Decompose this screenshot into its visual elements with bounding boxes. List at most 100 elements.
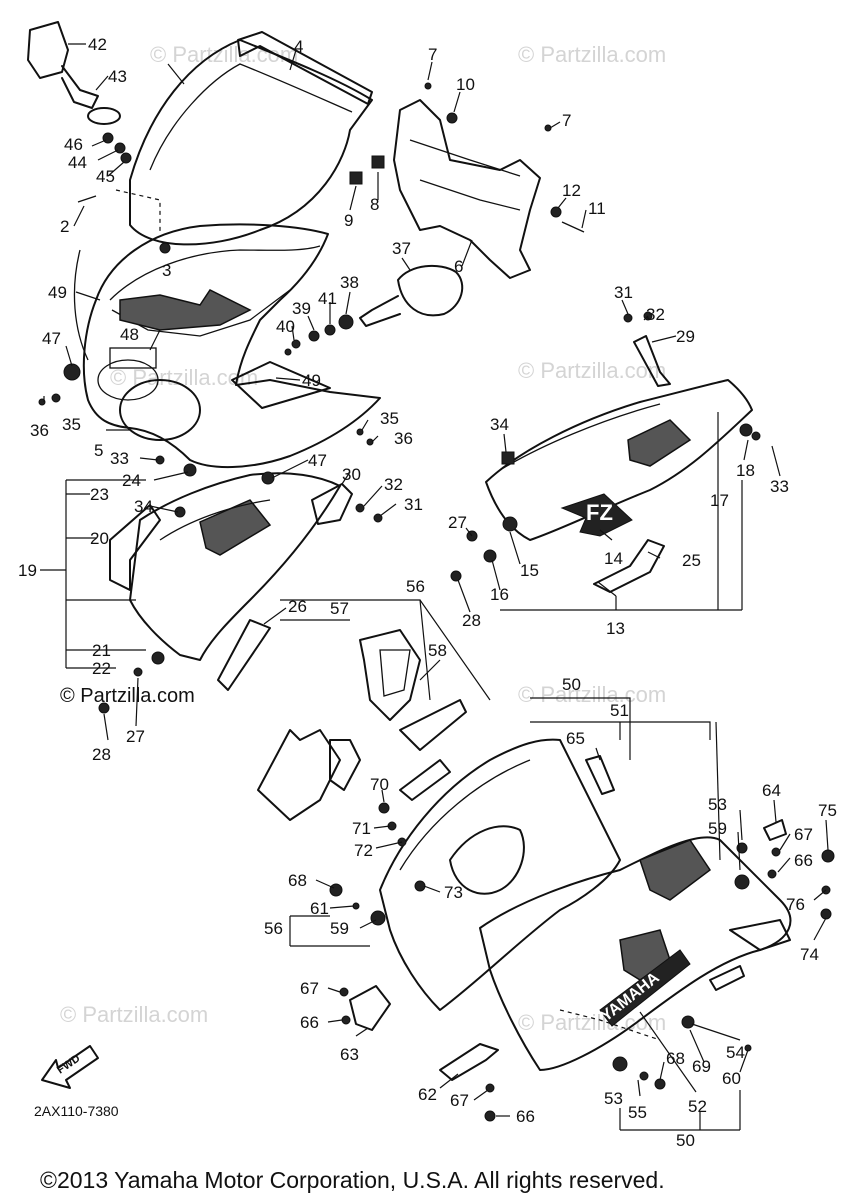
diagram-code: 2AX110-7380	[34, 1103, 119, 1119]
callout-label: 34	[490, 415, 509, 434]
callout-label: 28	[92, 745, 111, 764]
callout-label: 49	[48, 283, 67, 302]
callout-label: 61	[310, 899, 329, 918]
callout-label: 25	[682, 551, 701, 570]
callout-label: 67	[450, 1091, 469, 1110]
callout-label: 18	[736, 461, 755, 480]
watermark: © Partzilla.com	[518, 42, 666, 67]
callout-label: 17	[710, 491, 729, 510]
callout-label: 32	[646, 305, 665, 324]
callout-label: 67	[794, 825, 813, 844]
callout-label: 15	[520, 561, 539, 580]
fwd-label: FWD	[55, 1053, 83, 1077]
callout-label: 51	[610, 701, 629, 720]
callout-label: 24	[122, 471, 141, 490]
callout-label: 7	[428, 45, 437, 64]
copyright-text: ©2013 Yamaha Motor Corporation, U.S.A. A…	[40, 1167, 665, 1193]
callout-label: 74	[800, 945, 819, 964]
callout-label: 68	[288, 871, 307, 890]
fwd-arrow: FWD	[41, 1045, 99, 1089]
callout-label: 47	[308, 451, 327, 470]
callout-label: 45	[96, 167, 115, 186]
decal-fz: FZ	[586, 500, 613, 525]
callout-label: 46	[64, 135, 83, 154]
callout-label: 8	[370, 195, 379, 214]
mirror-37-group	[284, 264, 464, 356]
callout-label: 67	[300, 979, 319, 998]
callout-label: 10	[456, 75, 475, 94]
callout-label: 56	[264, 919, 283, 938]
callout-label: 57	[330, 599, 349, 618]
callout-label: 33	[770, 477, 789, 496]
callout-label: 27	[448, 513, 467, 532]
callout-label: 52	[688, 1097, 707, 1116]
callout-label: 31	[404, 495, 423, 514]
callout-label: 3	[162, 261, 171, 280]
callout-label: 35	[380, 409, 399, 428]
callout-label: 35	[62, 415, 81, 434]
decals-group	[257, 629, 467, 821]
callout-label: 50	[676, 1131, 695, 1150]
callout-label: 23	[90, 485, 109, 504]
cowling-stay-group	[349, 82, 585, 279]
callout-label: 5	[94, 441, 103, 460]
callout-label: 31	[614, 283, 633, 302]
callout-label: 37	[392, 239, 411, 258]
callout-label: 41	[318, 289, 337, 308]
callout-label: 73	[444, 883, 463, 902]
callout-label: 66	[794, 851, 813, 870]
callout-label: 43	[108, 67, 127, 86]
callout-label: 66	[516, 1107, 535, 1126]
callout-label: 58	[428, 641, 447, 660]
callout-label: 36	[30, 421, 49, 440]
callout-label: 47	[42, 329, 61, 348]
callout-label: 33	[110, 449, 129, 468]
callout-label: 2	[60, 217, 69, 236]
callout-label: 21	[92, 641, 111, 660]
callout-label: 66	[300, 1013, 319, 1032]
callout-label: 48	[120, 325, 139, 344]
callout-label: 4	[294, 37, 303, 56]
watermark: © Partzilla.com	[60, 1002, 208, 1027]
watermark: © Partzilla.com	[518, 1010, 666, 1035]
callout-label: 55	[628, 1103, 647, 1122]
callout-label: 54	[726, 1043, 745, 1062]
callout-label: 28	[462, 611, 481, 630]
callout-label: 65	[566, 729, 585, 748]
callout-label: 53	[604, 1089, 623, 1108]
callout-label: 29	[676, 327, 695, 346]
callout-label: 26	[288, 597, 307, 616]
callout-label: 13	[606, 619, 625, 638]
callout-label: 11	[588, 199, 606, 218]
leader-lines	[40, 43, 829, 1131]
watermark-layer: © Partzilla.com © Partzilla.com © Partzi…	[60, 42, 666, 1035]
callout-label: 16	[490, 585, 509, 604]
callout-label: 6	[454, 257, 463, 276]
callout-label: 76	[786, 895, 805, 914]
callout-label: 19	[18, 561, 37, 580]
callout-label: 50	[562, 675, 581, 694]
callout-label: 72	[354, 841, 373, 860]
callout-label: 34	[134, 497, 153, 516]
callout-label: 12	[562, 181, 581, 200]
callout-label: 62	[418, 1085, 437, 1104]
callout-label: 32	[384, 475, 403, 494]
lower-cowling-group: YAMAHA	[329, 738, 835, 1122]
side-cover-group: FZ	[450, 311, 761, 593]
callout-label: 39	[292, 299, 311, 318]
callout-label: 70	[370, 775, 389, 794]
callout-label: 53	[708, 795, 727, 814]
watermark: © Partzilla.com	[518, 358, 666, 383]
callout-label: 40	[276, 317, 295, 336]
watermark-dark: © Partzilla.com	[60, 685, 195, 707]
callout-label: 49	[302, 371, 321, 390]
callout-label: 60	[722, 1069, 741, 1088]
callout-label: 56	[406, 577, 425, 596]
upper-cowling-group	[27, 21, 381, 469]
callout-label: 71	[352, 819, 371, 838]
callout-label: 44	[68, 153, 87, 172]
callout-label: 69	[692, 1057, 711, 1076]
callout-label: 7	[562, 111, 571, 130]
callout-label: 30	[342, 465, 361, 484]
